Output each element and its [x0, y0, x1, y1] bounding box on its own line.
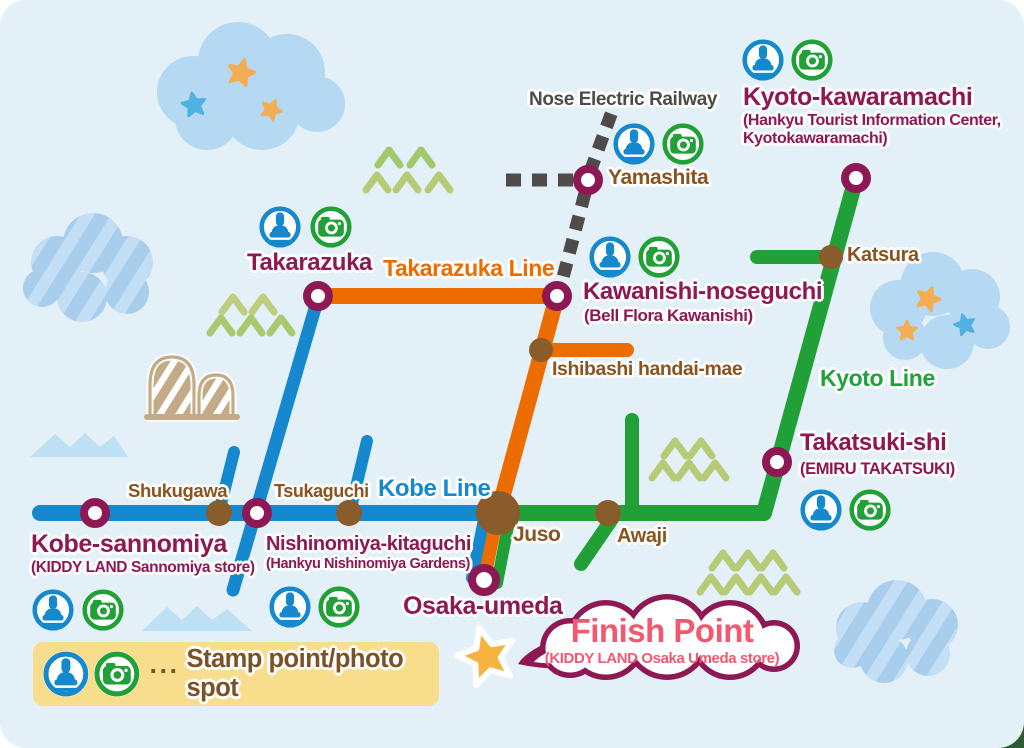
camera-icon	[791, 39, 833, 81]
finish-point-subtitle: (KIDDY LAND Osaka Umeda store)	[544, 650, 780, 667]
kobe-sannomiya-icons	[32, 589, 124, 631]
kyoto-line-label: Kyoto Line	[820, 365, 935, 391]
station-sublabel: (Bell Flora Kawanishi)	[584, 306, 753, 325]
ishibashi-dot	[529, 338, 553, 362]
legend-label: Stamp point/photo spot	[186, 645, 404, 702]
osaka-umeda-marker	[468, 564, 500, 596]
station-label-yamashita: Yamashita	[608, 166, 709, 189]
takarazuka-line-label: Takarazuka Line	[383, 255, 555, 281]
kobe-sannomiya-marker	[80, 498, 110, 528]
legend-ellipsis: ···	[149, 655, 180, 686]
station-label-takatsuki: Takatsuki-shi	[800, 429, 947, 456]
kawanishi-marker	[542, 281, 572, 311]
station-sublabel: (KIDDY LAND Sannomiya store)	[31, 559, 255, 576]
station-sublabel: (Hankyu Tourist Information Center,	[743, 112, 1001, 129]
shukugawa-dot	[206, 500, 232, 526]
waves-bottom	[142, 606, 252, 631]
station-label-katsura: Katsura	[847, 244, 919, 266]
takatsuki-icons	[800, 489, 891, 531]
takatsuki-marker	[762, 447, 792, 477]
cloud-right	[870, 252, 1010, 369]
camera-icon	[638, 236, 680, 278]
kawanishi-icons	[589, 236, 680, 278]
station-label-kyoto-kawaramachi: Kyoto-kawaramachi	[743, 83, 973, 111]
station-label-tsukaguchi: Tsukaguchi	[274, 481, 369, 501]
yamashita-icons	[613, 123, 704, 165]
finish-point-title: Finish Point	[570, 612, 754, 649]
kyoto-kawaramachi-marker	[841, 163, 871, 193]
station-sublabel: Kyotokawaramachi)	[743, 130, 888, 147]
nose-line-label: Nose Electric Railway	[529, 89, 718, 110]
station-label-osaka-umeda: Osaka-umeda	[403, 592, 563, 620]
camera-icon	[849, 489, 891, 531]
cloud-bottom-right-striped	[834, 580, 958, 683]
nishinomiya-marker	[242, 498, 272, 528]
station-label-kobe-sannomiya: Kobe-sannomiya	[31, 530, 227, 558]
station-label-shukugawa: Shukugawa	[128, 480, 228, 501]
station-label-kawanishi: Kawanishi-noseguchi	[583, 278, 823, 305]
station-markers	[80, 163, 871, 596]
camera-icon	[318, 586, 360, 628]
silo-towers	[144, 353, 240, 422]
stamp-icon	[259, 206, 301, 248]
stamp-icon	[800, 489, 842, 531]
station-sublabel: (Hankyu Nishinomiya Gardens)	[266, 556, 470, 572]
finish-bubble	[518, 594, 800, 680]
station-label-takarazuka: Takarazuka	[247, 249, 372, 276]
stamp-icon	[742, 39, 784, 81]
stamp-icon	[269, 586, 311, 628]
station-label-ishibashi: Ishibashi handai-mae	[552, 358, 743, 380]
mountain-carets	[206, 146, 801, 596]
stamp-icon	[42, 648, 90, 700]
camera-icon	[82, 589, 124, 631]
station-sublabel: (EMIRU TAKATSUKI)	[800, 460, 955, 478]
camera-icon	[93, 648, 141, 700]
interchange-dots	[206, 245, 843, 535]
kyoto-kawaramachi-icons	[742, 39, 833, 81]
kobe-line-label: Kobe Line	[378, 475, 491, 502]
takarazuka-icons	[259, 206, 352, 248]
stamp-icon	[589, 236, 631, 278]
cloud-top-left	[157, 22, 345, 150]
nose-electric-railway-line	[506, 95, 624, 291]
camera-icon	[310, 206, 352, 248]
tsukaguchi-dot	[336, 500, 362, 526]
katsura-dot	[819, 245, 843, 269]
stamp-icon	[32, 589, 74, 631]
station-label-juso: Juso	[513, 523, 561, 546]
nishinomiya-icons	[269, 586, 360, 628]
cloud-left-striped	[23, 213, 153, 322]
awaji-dot	[595, 500, 621, 526]
juso-dot	[476, 491, 520, 535]
waves-left	[30, 433, 128, 457]
station-label-awaji: Awaji	[617, 525, 667, 547]
finish-star-icon	[452, 621, 521, 688]
legend: ··· Stamp point/photo spot	[33, 642, 439, 706]
camera-icon	[662, 123, 704, 165]
takarazuka-marker	[303, 281, 333, 311]
yamashita-marker	[573, 165, 603, 195]
station-label-nishinomiya: Nishinomiya-kitaguchi	[266, 533, 471, 555]
stamp-icon	[613, 123, 655, 165]
